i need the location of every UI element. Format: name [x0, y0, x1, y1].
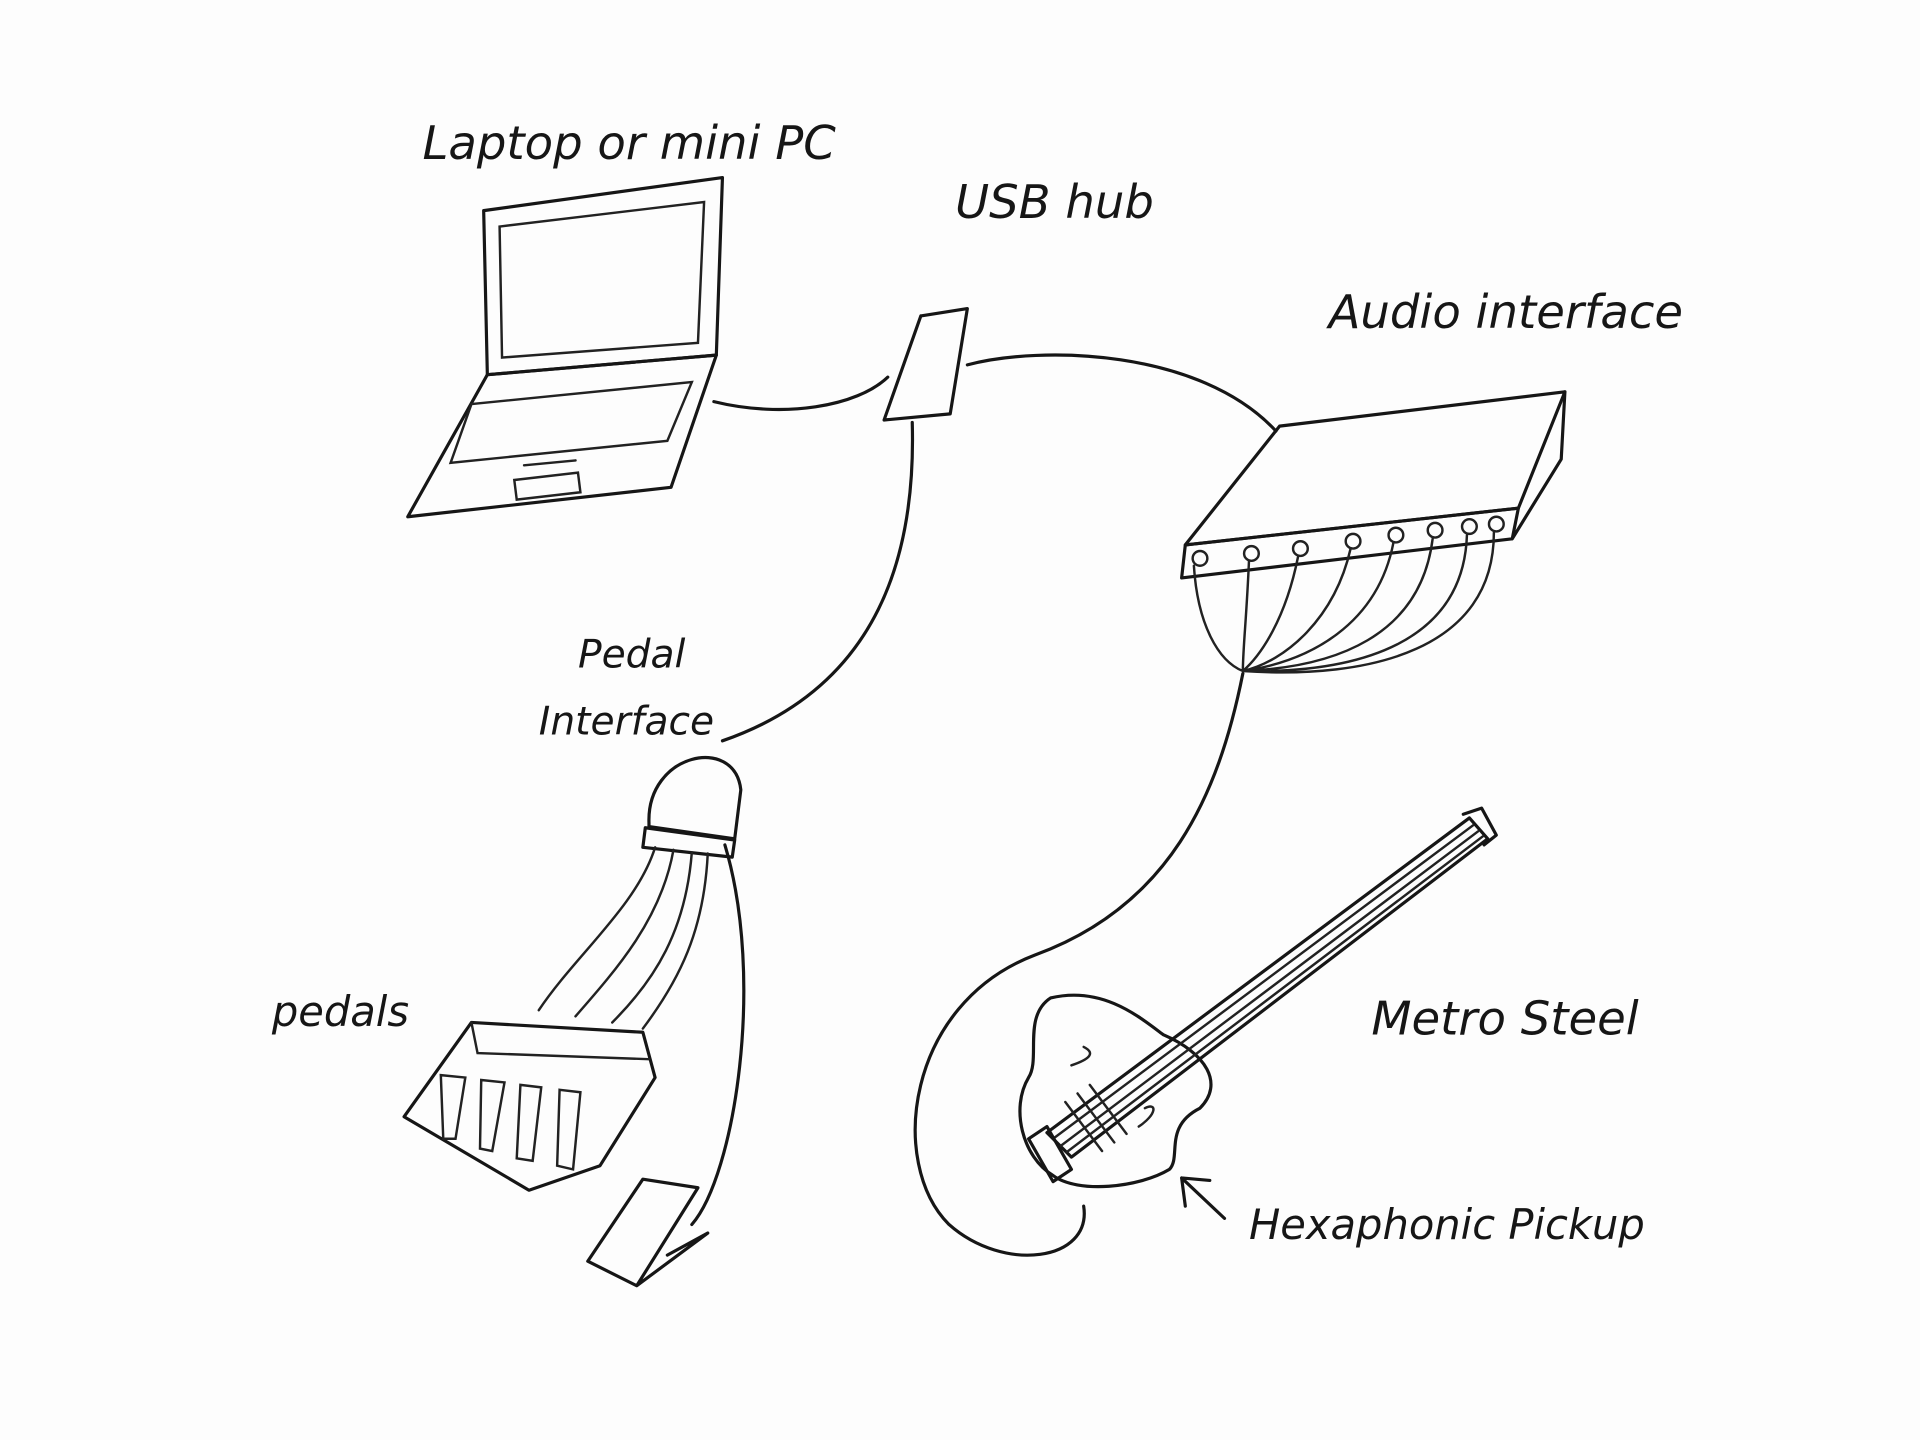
pedals-drawing — [402, 1020, 657, 1192]
cable-hub-to-pedal-interface — [720, 420, 915, 743]
cable-hub-to-audio — [965, 353, 1278, 433]
label-pedals: pedals — [271, 987, 409, 1036]
cable-audio-to-guitar — [913, 671, 1245, 1257]
audio-interface-drawing — [1180, 390, 1567, 674]
label-audio-interface: Audio interface — [1326, 285, 1683, 339]
cables-to-pedals — [537, 846, 709, 1030]
metro-steel-drawing — [1018, 806, 1498, 1189]
label-interface: Interface — [539, 700, 714, 745]
cable-laptop-to-hub — [712, 375, 890, 412]
label-hexaphonic-pickup: Hexaphonic Pickup — [1249, 1200, 1645, 1249]
laptop-drawing — [406, 175, 725, 519]
pedal-interface-drawing — [641, 755, 743, 859]
label-metro-steel: Metro Steel — [1371, 992, 1638, 1046]
label-laptop: Laptop or mini PC — [422, 116, 836, 170]
label-pedal: Pedal — [578, 632, 686, 677]
label-usb-hub: USB hub — [955, 175, 1154, 229]
usb-hub-drawing — [882, 306, 969, 422]
expression-pedal-drawing — [586, 1177, 710, 1288]
cable-to-expression-pedal — [690, 843, 746, 1227]
pickup-arrow — [1180, 1176, 1227, 1220]
